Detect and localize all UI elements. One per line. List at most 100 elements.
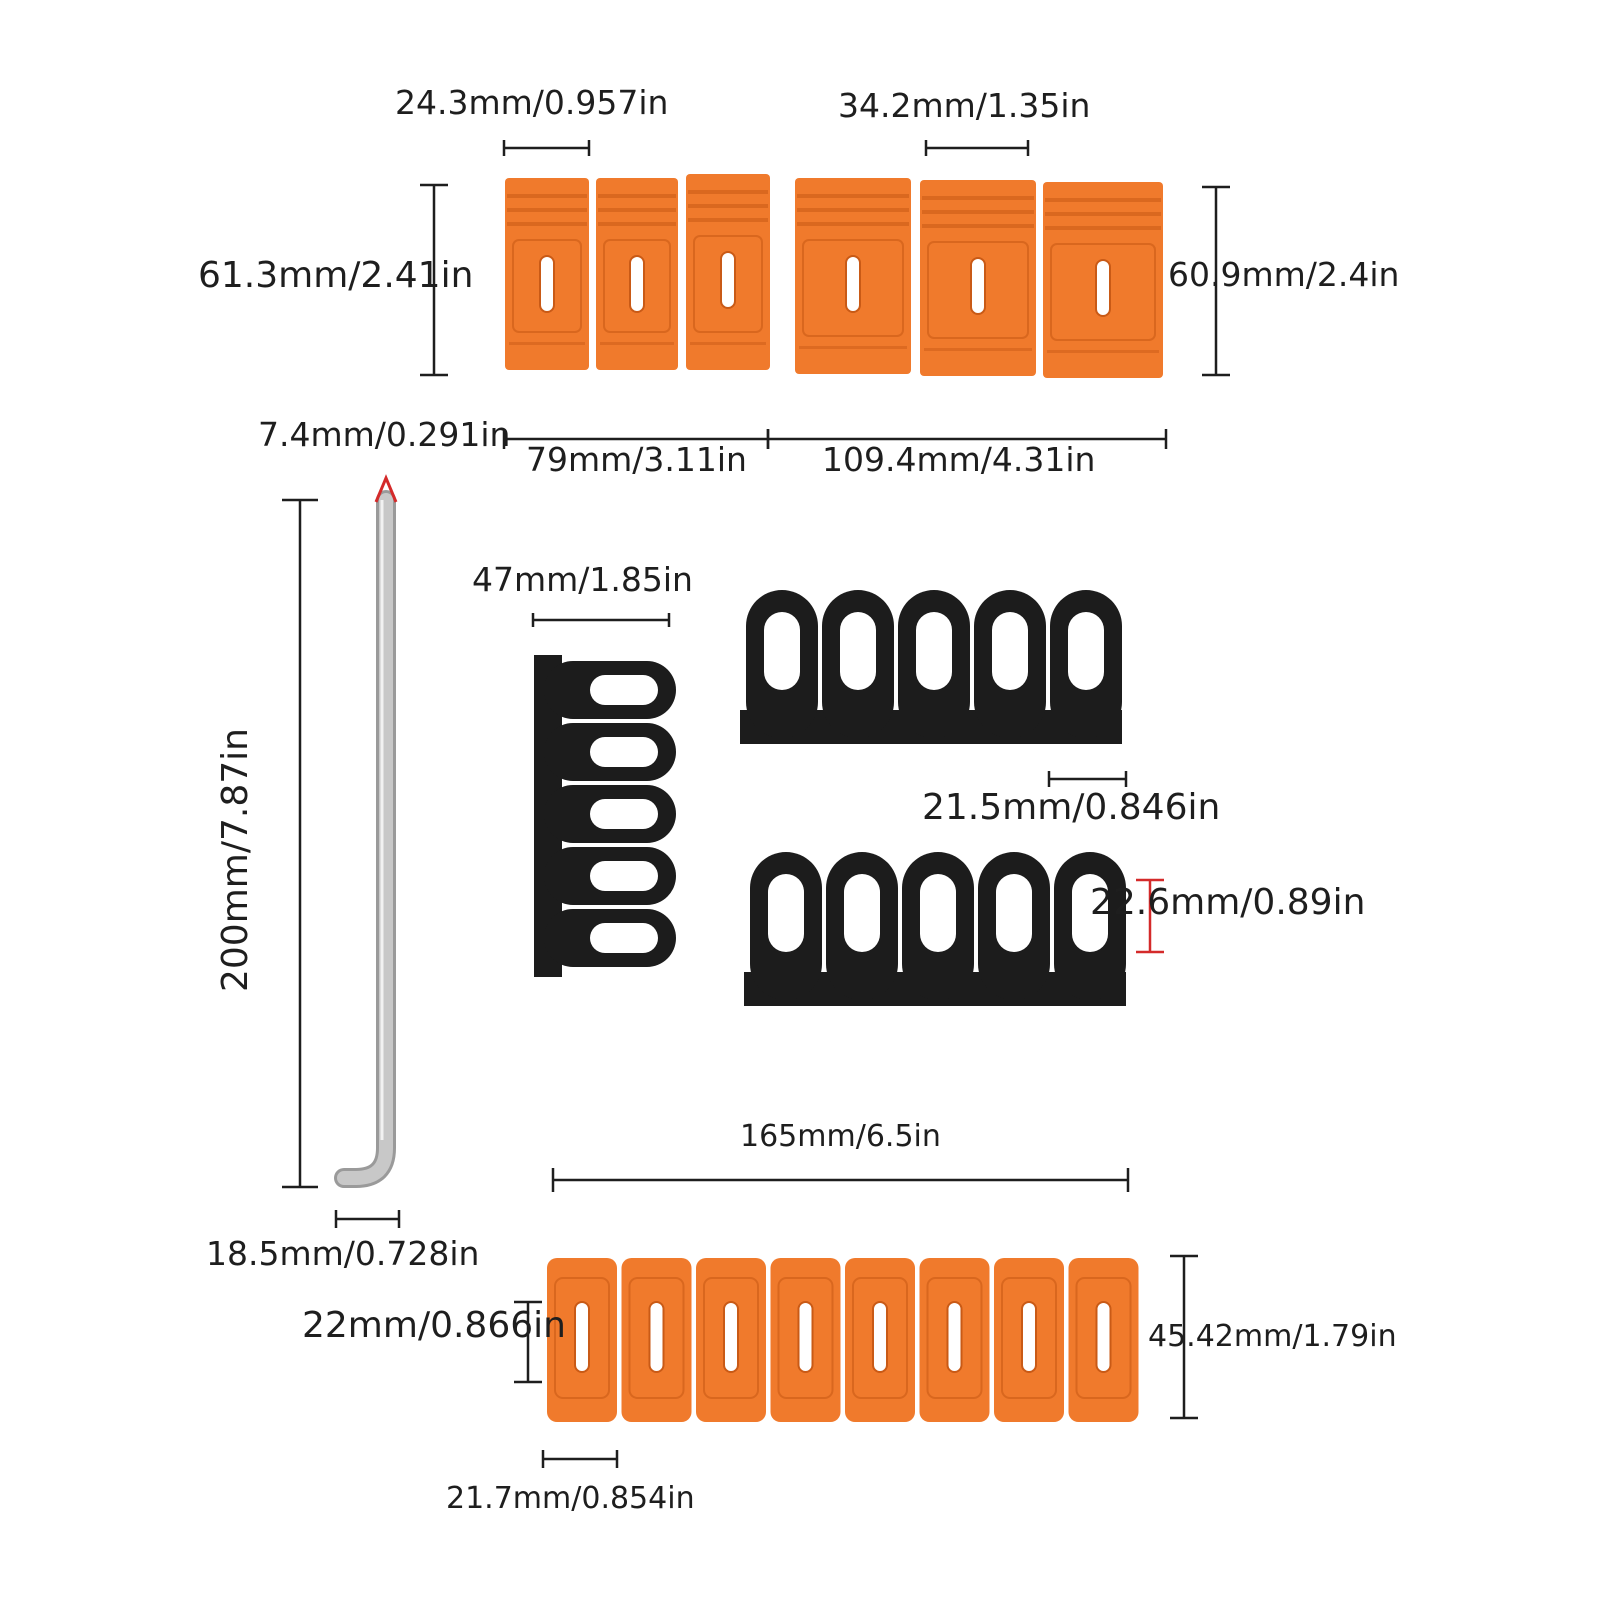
bottom-height-label: 45.42mm/1.79in [1148,1319,1397,1354]
segment-ridge [507,222,587,226]
clip-loop [822,590,894,738]
black-side-width-label: 47mm/1.85in [472,560,693,599]
segment-ridge [507,208,587,212]
top-small-length-label: 79mm/3.11in [526,440,747,479]
top-large-length-label: 109.4mm/4.31in [822,440,1096,479]
segment-groove [924,348,1032,351]
rod-tip-marker [374,474,398,503]
segment-ridge [922,210,1034,214]
orange-holder-small [505,174,770,370]
loop-hole [916,612,952,690]
segment-slot [539,255,555,313]
segment-slot [946,1301,963,1373]
clip-loop [974,590,1046,738]
segment-slot [845,255,861,313]
segment-ridge [507,194,587,198]
orange-segment [696,1258,766,1422]
loop-hole [992,612,1028,690]
dim-top-right-height [1202,185,1230,377]
clip-loop [750,852,822,1000]
segment-slot [723,1301,739,1373]
top-left-height-label: 61.3mm/2.41in [198,255,474,296]
clip-loop [1054,852,1126,1000]
orange-holder-large [795,178,1163,378]
segment-bevel [603,239,671,333]
bottom-length-label: 165mm/6.5in [740,1119,941,1154]
segment-bevel [693,235,763,333]
segment-bevel [802,239,904,337]
orange-segment [1068,1258,1139,1422]
loop-hole [768,874,804,952]
bottom-slot-width-label: 21.7mm/0.854in [446,1481,695,1516]
segment-ridge [797,222,909,226]
loop-hole [996,874,1032,952]
segment-bevel [554,1277,610,1399]
orange-segment [1043,182,1163,378]
clip-loop [902,852,974,1000]
clip-loop [544,909,676,967]
top-large-width-label: 34.2mm/1.35in [838,86,1091,125]
dim-black-slot-width [1047,771,1128,787]
segment-bevel [1001,1277,1057,1399]
loop-hole [1072,874,1108,952]
segment-groove [600,342,674,345]
dim-bottom-height [1170,1254,1198,1420]
dim-bottom-slot-height [514,1300,542,1384]
segment-ridge [688,218,768,222]
dimension-lines [282,140,1230,1468]
segment-slot [797,1301,814,1373]
black-slot-width-label: 21.5mm/0.846in [922,787,1221,828]
segment-ridge [922,224,1034,228]
segment-groove [1047,350,1159,353]
orange-holder-long [547,1258,1139,1422]
segment-ridge [797,194,909,198]
loop-hole [764,612,800,690]
loop-hole [590,799,658,829]
metal-hook-rod [334,474,398,1188]
orange-segment [596,178,678,370]
clip-loop [746,590,818,738]
loop-hole [590,675,658,705]
black-clip-strip-upper [740,590,1122,744]
segment-slot [872,1301,888,1373]
rod-body [337,493,393,1185]
segment-bevel [512,239,582,333]
segment-slot [1095,259,1111,317]
dim-black-side-width [531,613,671,627]
segment-slot [629,255,645,313]
rod-hook-label: 18.5mm/0.728in [206,1234,480,1273]
orange-segment [686,174,770,370]
orange-segment [994,1258,1064,1422]
segment-bevel [926,1277,983,1399]
loop-hole [590,861,658,891]
loop-hole [1068,612,1104,690]
segment-ridge [598,194,676,198]
orange-segment [845,1258,915,1422]
segment-ridge [598,222,676,226]
bottom-slot-height-label: 22mm/0.866in [302,1305,566,1346]
dim-rod-hook [334,1210,401,1228]
dim-bottom-length [551,1168,1130,1192]
clip-loop [544,723,676,781]
top-right-height-label: 60.9mm/2.4in [1168,255,1400,294]
segment-slot [970,257,986,315]
segment-ridge [688,204,768,208]
segment-slot [720,251,736,309]
segment-ridge [1045,226,1161,230]
segment-ridge [598,208,676,212]
segment-ridge [797,208,909,212]
clip-loop [1050,590,1122,738]
segment-slot [648,1301,665,1373]
segment-bevel [777,1277,834,1399]
segment-ridge [922,196,1034,200]
segment-bevel [852,1277,908,1399]
dim-top-large-width [924,140,1030,156]
clip-loop [544,785,676,843]
dim-top-small-width [502,140,591,156]
dim-rod-length [282,498,318,1189]
loop-hole [920,874,956,952]
orange-segment [795,178,911,374]
clip-loop [544,661,676,719]
